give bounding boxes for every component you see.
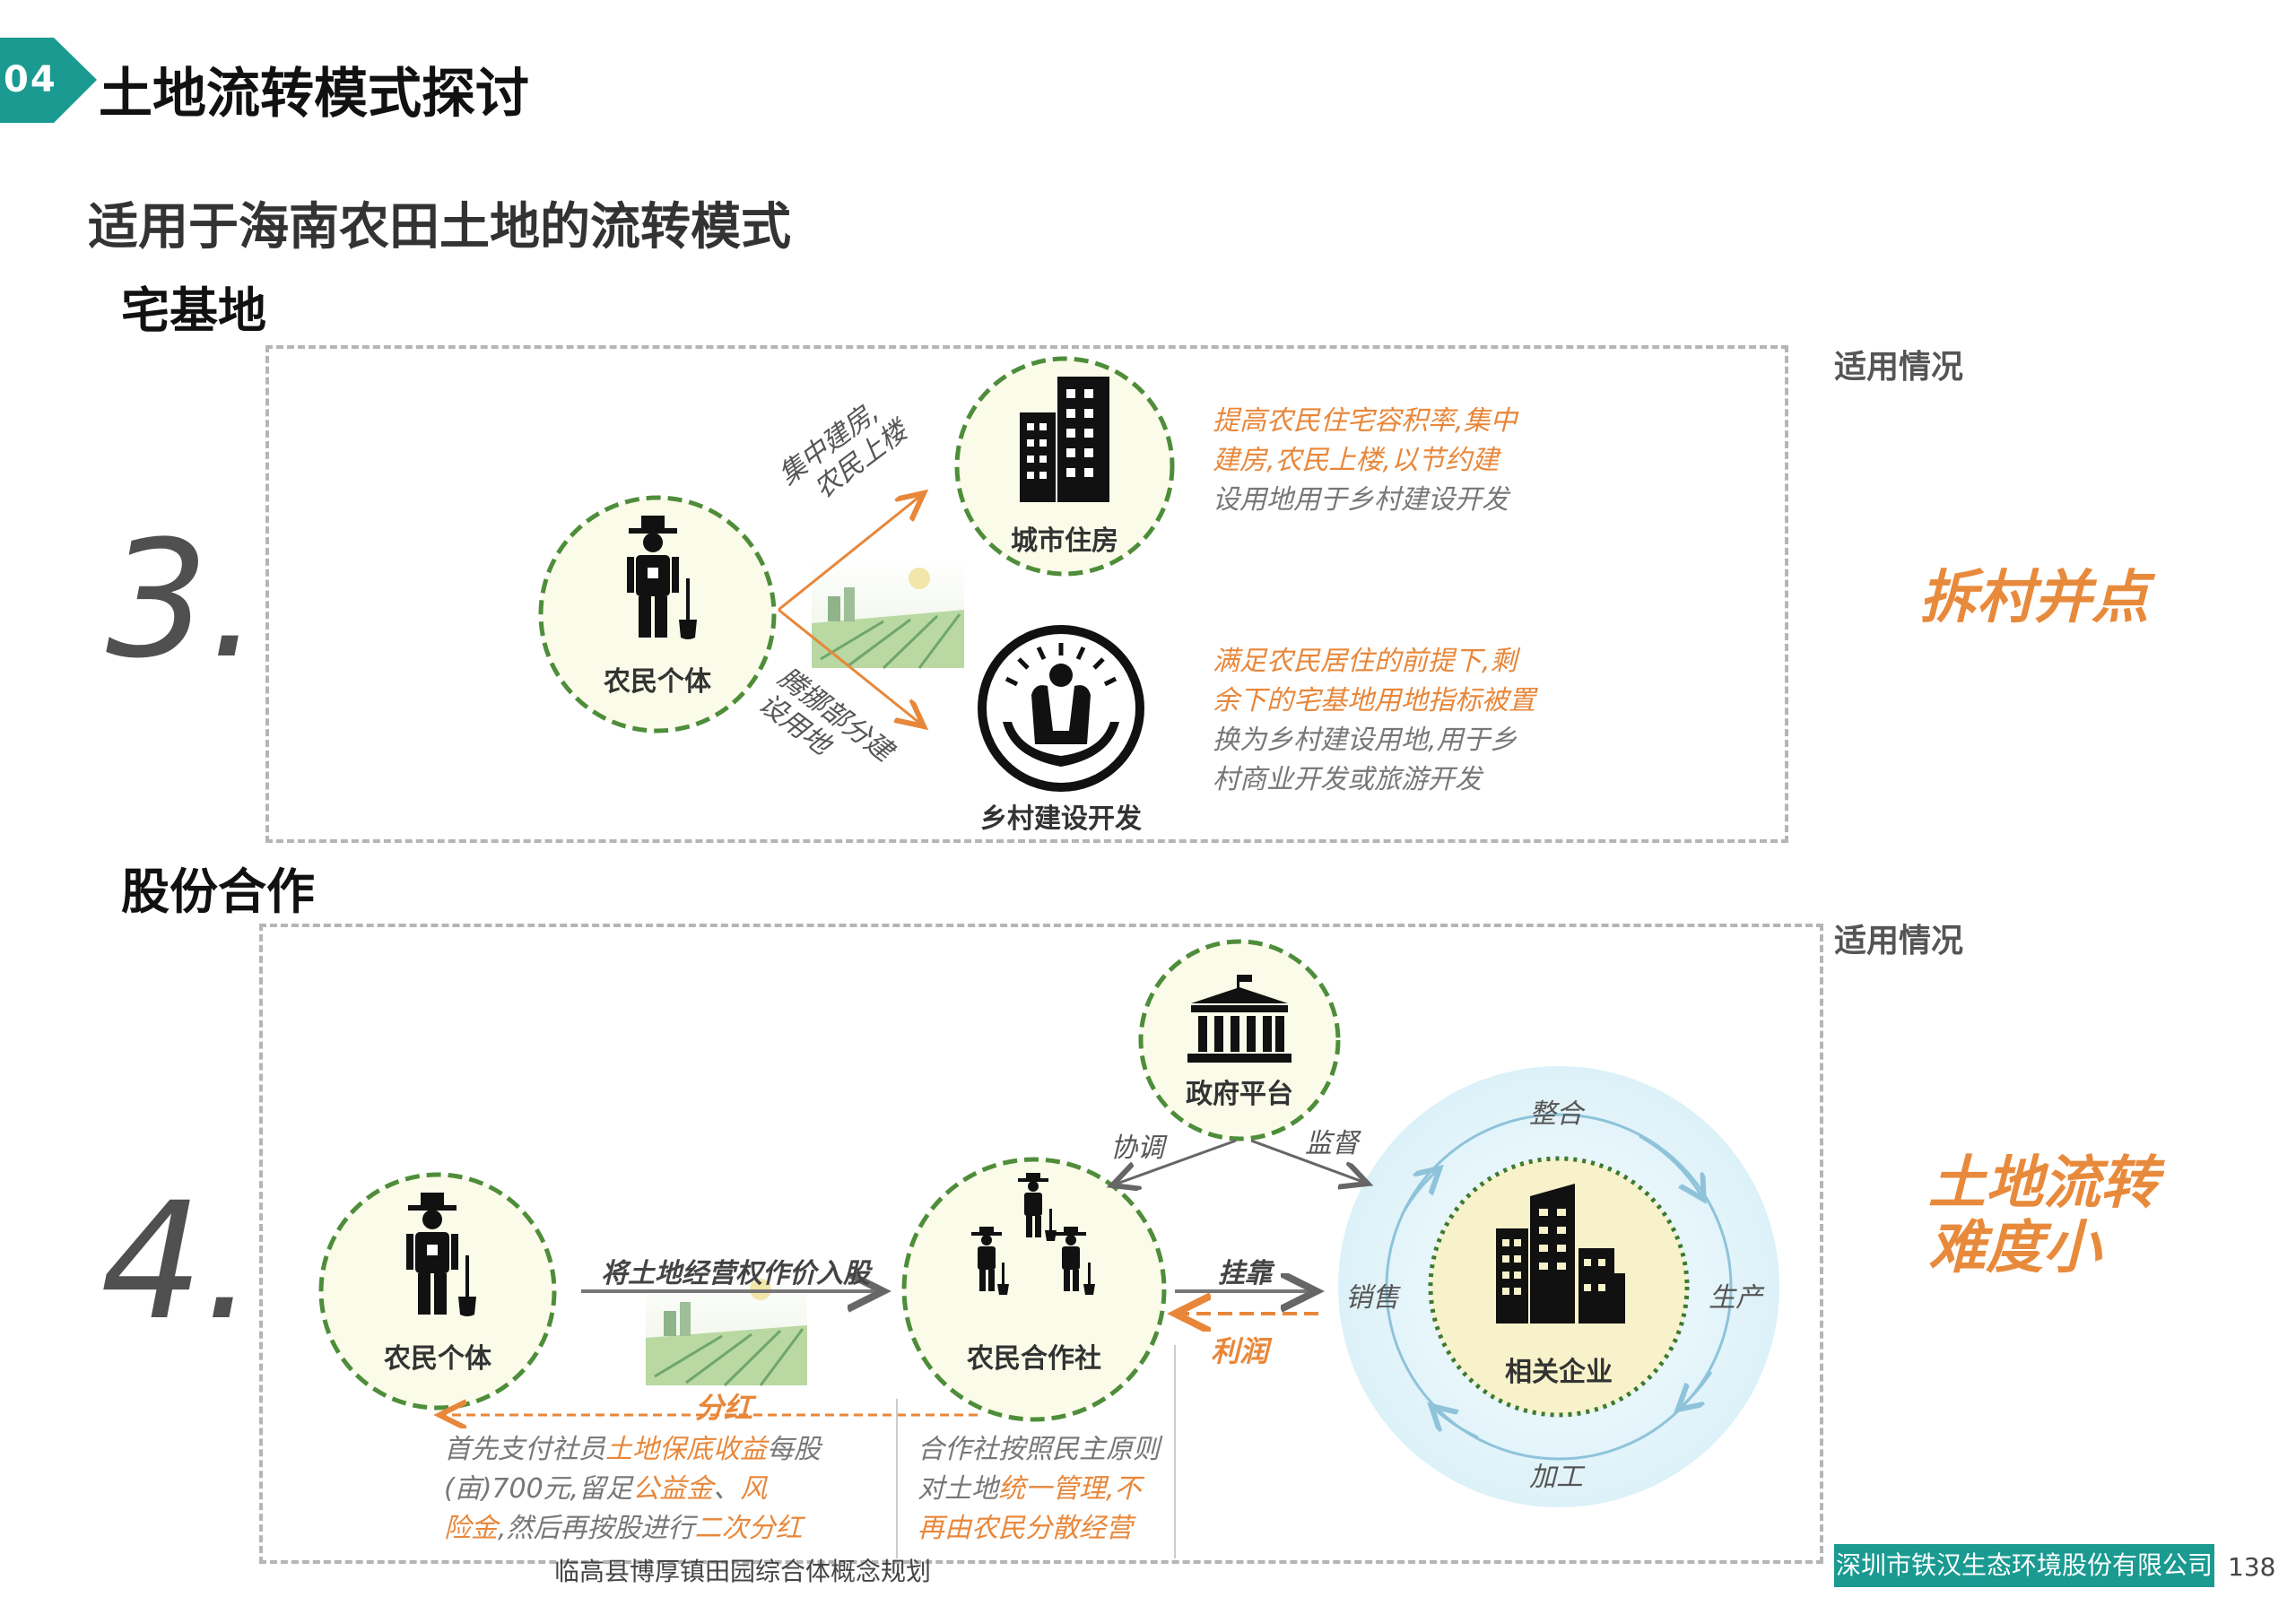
farmer-label: 农民个体: [604, 666, 711, 698]
farmer-label-2: 农民个体: [384, 1343, 491, 1375]
section4-difficulty: 土地流转 难度小: [1928, 1150, 2158, 1281]
section4-number: 4.: [100, 1168, 255, 1356]
rural-development-label: 乡村建设开发: [980, 803, 1142, 835]
section3-panel: [265, 345, 1788, 843]
farmer-icon-2: [406, 1193, 476, 1316]
section4-heading: 股份合作: [121, 864, 315, 920]
enterprise-label: 相关企业: [1505, 1357, 1613, 1388]
page-subtitle: 适用于海南农田土地的流转模式: [88, 198, 791, 256]
section3-difficulty: 拆村并点: [1919, 565, 2149, 631]
arrow-label-affiliate: 挂靠: [1218, 1258, 1272, 1289]
section3-scope-label: 适用情况: [1834, 349, 1964, 386]
government-label: 政府平台: [1186, 1079, 1293, 1110]
cycle-process: 加工: [1529, 1462, 1583, 1493]
section4-scope-label: 适用情况: [1834, 923, 1964, 959]
farmland-image: [812, 560, 964, 670]
section3-desc-bottom: 满足农民居住的前提下,剩 余下的宅基地用地指标被置 换为乡村建设用地,用于乡 村…: [1213, 646, 1535, 795]
section-number: 04: [4, 59, 57, 100]
section4-desc-left: 首先支付社员土地保底收益每股 (亩)700元,留足公益金、风 险金,然后再按股进…: [444, 1434, 821, 1544]
footer-project-name: 临高县博厚镇田园综合体概念规划: [553, 1557, 931, 1586]
cycle-produce: 生产: [1709, 1282, 1762, 1314]
government-building-icon: [1187, 975, 1292, 1063]
rural-development-icon: [978, 625, 1144, 792]
arrow-label-supervise: 监督: [1305, 1128, 1359, 1159]
page-number: 138: [2228, 1552, 2276, 1582]
farmers-group-icon: [971, 1173, 1095, 1295]
cooperative-label: 农民合作社: [967, 1343, 1101, 1375]
farmer-icon: [627, 516, 697, 639]
section-number-badge: [0, 38, 97, 123]
city-housing-label: 城市住房: [1011, 525, 1118, 557]
arrow-label-dividend: 分红: [695, 1391, 753, 1425]
footer-company: 深圳市铁汉生态环境股份有限公司: [1834, 1544, 2214, 1587]
section3-heading: 宅基地: [121, 282, 266, 339]
enterprise-building-icon: [1496, 1184, 1625, 1324]
section3-arrows: [778, 484, 933, 735]
cycle-sell: 销售: [1345, 1282, 1399, 1314]
section4-panel: [259, 924, 1823, 1564]
arrow-label-coordinate: 协调: [1110, 1133, 1164, 1164]
building-icon: [1020, 377, 1109, 502]
section3-desc-top: 提高农民住宅容积率,集中 建房,农民上楼,以节约建 设用地用于乡村建设开发: [1213, 405, 1518, 516]
section4-desc-mid: 合作社按照民主原则 对土地统一管理,不 再由农民分散经营: [918, 1434, 1160, 1544]
cycle-integrate: 整合: [1529, 1098, 1583, 1130]
arrow-label-invest: 将土地经营权作价入股: [601, 1258, 870, 1289]
page-title: 土地流转模式探讨: [99, 63, 529, 126]
cooperative-circle: [901, 1157, 1167, 1422]
section3-number: 3.: [106, 507, 260, 694]
arrow-label-profit: 利润: [1211, 1334, 1269, 1368]
